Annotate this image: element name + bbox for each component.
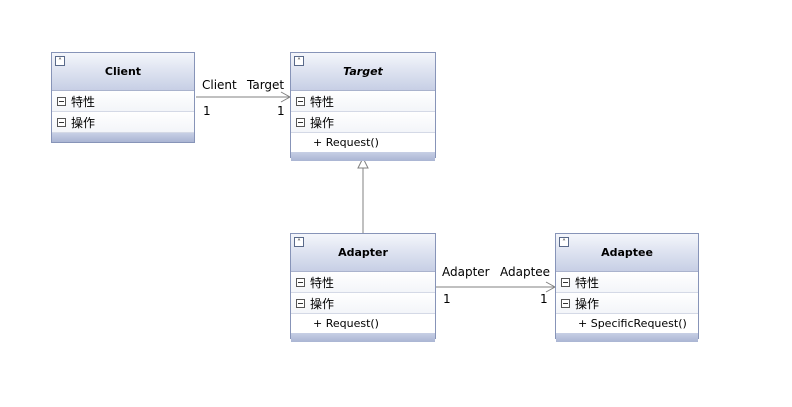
class-name: Adaptee bbox=[601, 246, 653, 259]
class-header: ˄ Target bbox=[291, 53, 435, 91]
operations-section[interactable]: 操作 bbox=[291, 112, 435, 133]
class-name: Adapter bbox=[338, 246, 388, 259]
operation-item[interactable]: + SpecificRequest() bbox=[556, 314, 698, 333]
class-footer bbox=[291, 333, 435, 342]
attributes-section[interactable]: 特性 bbox=[291, 91, 435, 112]
attributes-label: 特性 bbox=[310, 275, 335, 290]
operations-label: 操作 bbox=[310, 115, 335, 130]
operations-label: 操作 bbox=[71, 115, 96, 130]
class-footer bbox=[52, 133, 194, 142]
operations-section[interactable]: 操作 bbox=[556, 293, 698, 314]
class-client[interactable]: ˄ Client 特性 操作 bbox=[51, 52, 195, 143]
operations-section[interactable]: 操作 bbox=[291, 293, 435, 314]
minus-box-icon[interactable] bbox=[561, 298, 570, 308]
attributes-label: 特性 bbox=[71, 94, 96, 109]
class-footer bbox=[556, 333, 698, 342]
class-name: Target bbox=[343, 65, 383, 78]
hollow-triangle-arrowhead-icon bbox=[357, 156, 369, 169]
class-header: ˄ Client bbox=[52, 53, 194, 91]
double-chevron-up-icon[interactable]: ˄ bbox=[294, 56, 304, 66]
minus-box-icon[interactable] bbox=[296, 117, 305, 127]
multiplicity-client: 1 bbox=[203, 104, 211, 118]
minus-box-icon[interactable] bbox=[57, 117, 66, 127]
double-chevron-up-icon[interactable]: ˄ bbox=[559, 237, 569, 247]
class-footer bbox=[291, 152, 435, 161]
minus-box-icon[interactable] bbox=[296, 96, 305, 106]
minus-box-icon[interactable] bbox=[57, 96, 66, 106]
class-adaptee[interactable]: ˄ Adaptee 特性 操作 + SpecificRequest() bbox=[555, 233, 699, 342]
double-chevron-up-icon[interactable]: ˄ bbox=[55, 56, 65, 66]
attributes-section[interactable]: 特性 bbox=[291, 272, 435, 293]
operations-section[interactable]: 操作 bbox=[52, 112, 194, 133]
attributes-label: 特性 bbox=[575, 275, 600, 290]
operations-label: 操作 bbox=[575, 296, 600, 311]
multiplicity-adapter: 1 bbox=[443, 292, 451, 306]
role-label-adaptee: Adaptee bbox=[500, 265, 551, 279]
attributes-label: 特性 bbox=[310, 94, 335, 109]
attributes-section[interactable]: 特性 bbox=[52, 91, 194, 112]
multiplicity-target: 1 bbox=[277, 104, 285, 118]
class-header: ˄ Adaptee bbox=[556, 234, 698, 272]
double-chevron-up-icon[interactable]: ˄ bbox=[294, 237, 304, 247]
minus-box-icon[interactable] bbox=[296, 277, 305, 287]
class-target[interactable]: ˄ Target 特性 操作 + Request() bbox=[290, 52, 436, 161]
operations-label: 操作 bbox=[310, 296, 335, 311]
role-label-adapter: Adapter bbox=[442, 265, 490, 279]
minus-box-icon[interactable] bbox=[561, 277, 570, 287]
multiplicity-adaptee: 1 bbox=[540, 292, 548, 306]
minus-box-icon[interactable] bbox=[296, 298, 305, 308]
role-label-client: Client bbox=[202, 78, 237, 92]
operation-item[interactable]: + Request() bbox=[291, 314, 435, 333]
operation-item[interactable]: + Request() bbox=[291, 133, 435, 152]
class-adapter[interactable]: ˄ Adapter 特性 操作 + Request() bbox=[290, 233, 436, 342]
class-name: Client bbox=[104, 65, 142, 78]
attributes-section[interactable]: 特性 bbox=[556, 272, 698, 293]
class-header: ˄ Adapter bbox=[291, 234, 435, 272]
role-label-target: Target bbox=[247, 78, 285, 92]
